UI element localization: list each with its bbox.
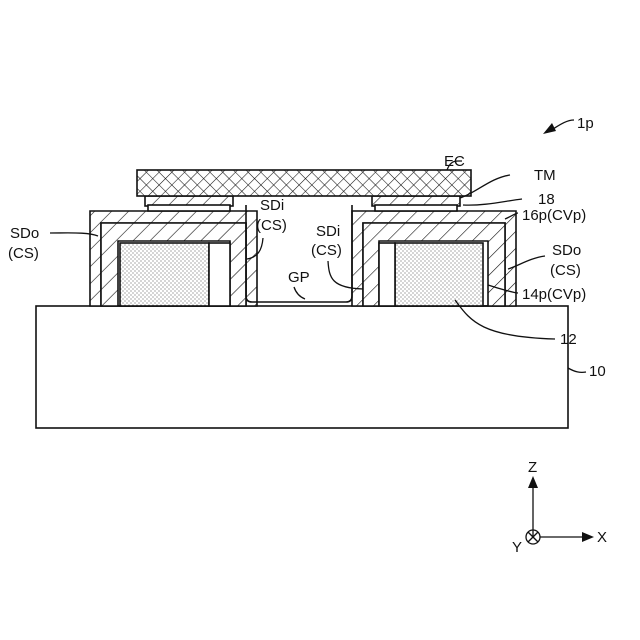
right-inner-fill [379,243,395,306]
label-sdo-right: SDo [552,242,581,259]
arrow-1p [543,123,556,134]
right-gate-electrode-12 [395,243,483,306]
label-14p: 14p(CVp) [522,286,586,303]
label-10: 10 [589,363,606,380]
right-gate-stack [352,211,516,306]
left-gate-electrode-12 [120,243,209,306]
axis-indicator: Z Y X [512,459,607,556]
label-16p: 16p(CVp) [522,207,586,224]
label-tm: TM [534,167,556,184]
label-12: 12 [560,331,577,348]
leader-10 [568,368,586,372]
axis-y-label: Y [512,539,522,556]
electrode-ec [137,170,471,196]
leader-1p [553,120,574,129]
label-gp: GP [288,269,310,286]
label-sdi-right: SDi [316,223,340,240]
leader-gp [294,287,305,299]
label-sdo-left: SDo [10,225,39,242]
axis-x-label: X [597,529,607,546]
figure-ref-label: 1p [577,115,594,132]
x-axis-arrow [582,532,594,542]
label-cs-sdi-left: (CS) [256,217,287,234]
terminal-tm-right [375,205,457,211]
leader-18 [463,199,522,205]
label-cs-sdi-right: (CS) [311,242,342,259]
label-cs-left: (CS) [8,245,39,262]
label-cs-right: (CS) [550,262,581,279]
label-ec: EC [444,153,465,170]
label-18: 18 [538,191,555,208]
label-sdi-left: SDi [260,197,284,214]
left-gate-stack [90,211,257,306]
terminal-tm-left [148,205,230,211]
left-inner-fill [209,243,230,306]
substrate-10 [36,306,568,428]
z-axis-arrow [528,476,538,488]
axis-z-label: Z [528,459,537,476]
